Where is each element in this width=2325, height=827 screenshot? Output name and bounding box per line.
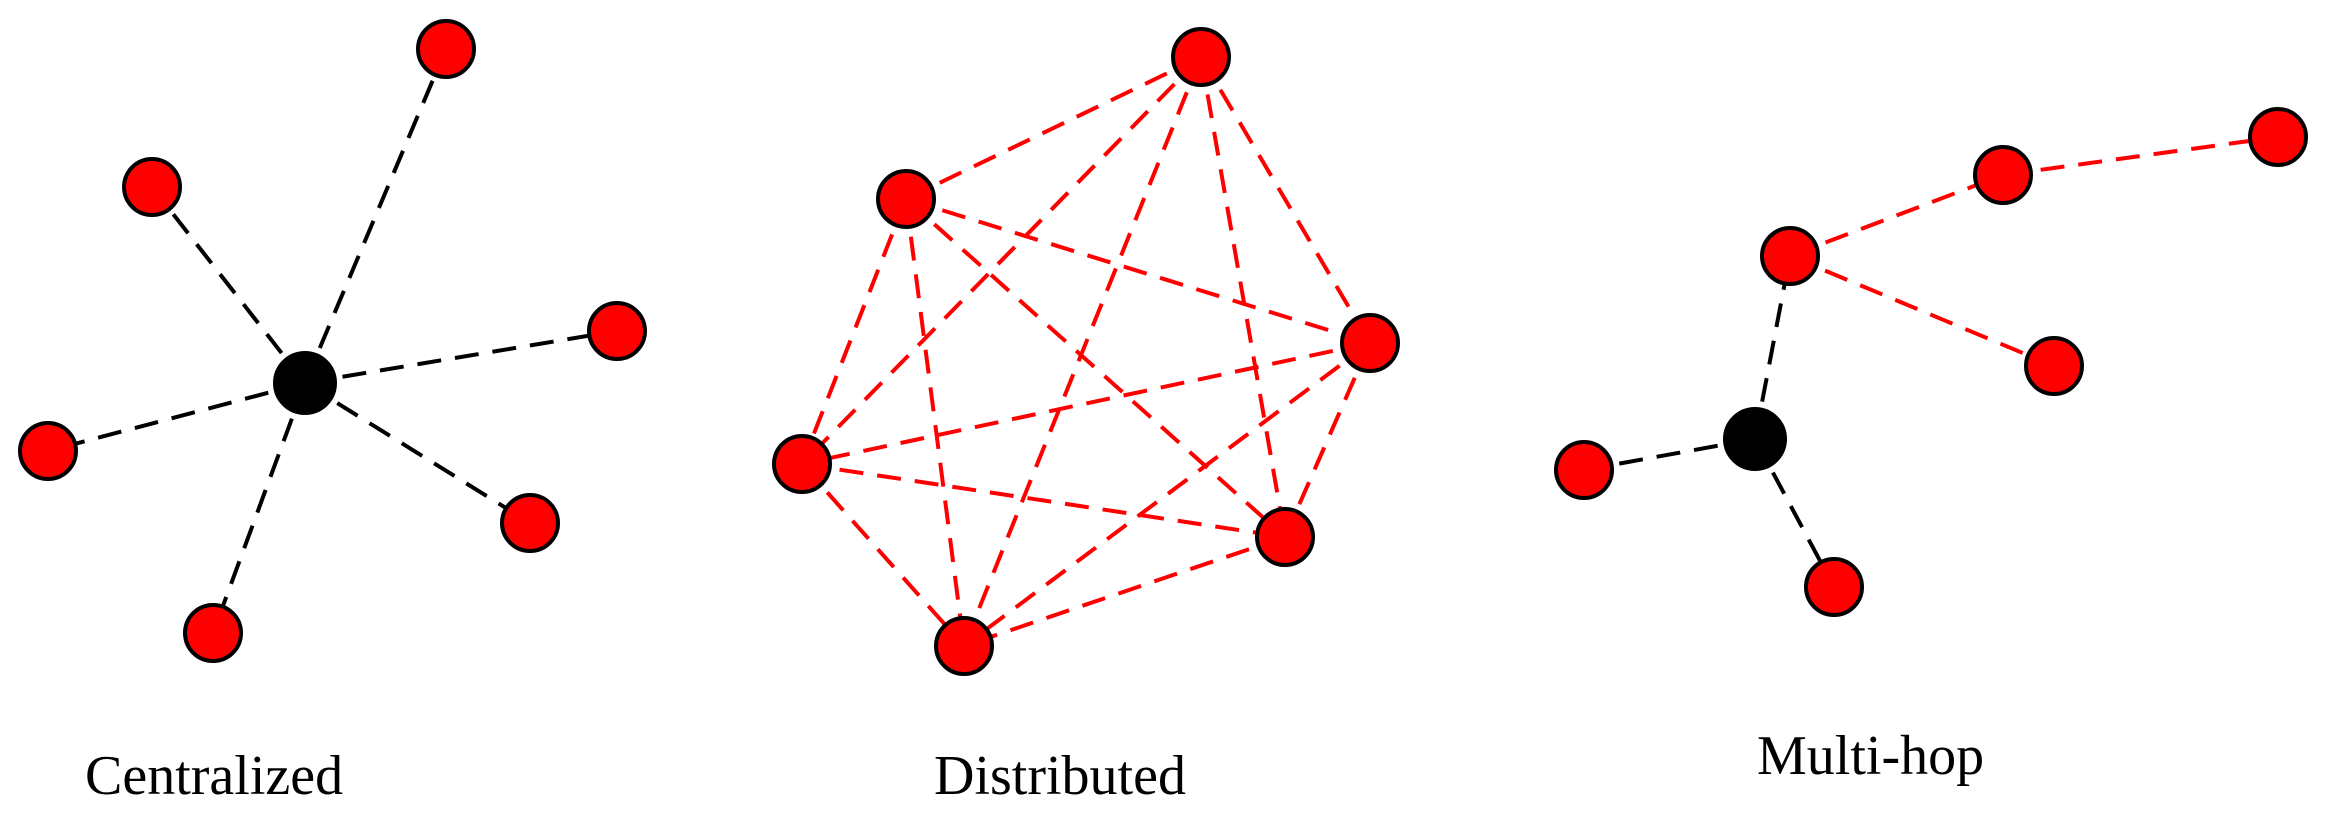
centralized-link bbox=[303, 48, 448, 384]
distributed-link bbox=[801, 462, 1286, 539]
centralized-link bbox=[303, 381, 532, 525]
centralized-links bbox=[47, 48, 618, 634]
centralized-link bbox=[211, 382, 307, 634]
centralized-nodes bbox=[18, 19, 647, 663]
distributed-node bbox=[1255, 507, 1315, 567]
distributed-link bbox=[904, 198, 966, 647]
distributed-link bbox=[963, 535, 1286, 648]
distributed-node bbox=[934, 616, 994, 676]
distributed-link bbox=[962, 341, 1372, 648]
multihop-node bbox=[1760, 226, 1820, 286]
links-layer bbox=[47, 48, 2279, 648]
centralized-node bbox=[416, 19, 476, 79]
distributed-link bbox=[800, 55, 1203, 466]
centralized-node bbox=[122, 157, 182, 217]
caption-multihop: Multi-hop bbox=[1757, 725, 1985, 787]
centralized-link bbox=[47, 381, 306, 453]
multihop-link bbox=[1753, 255, 1792, 440]
distributed-link bbox=[1199, 55, 1372, 345]
centralized-hub-node bbox=[273, 351, 337, 415]
multihop-link bbox=[1789, 173, 2004, 258]
distributed-link bbox=[905, 55, 1202, 201]
distributed-link bbox=[905, 197, 1371, 345]
multihop-node bbox=[2024, 336, 2084, 396]
caption-centralized: Centralized bbox=[85, 745, 344, 807]
caption-distributed: Distributed bbox=[934, 745, 1186, 807]
centralized-node bbox=[183, 603, 243, 663]
distributed-link bbox=[800, 462, 966, 648]
distributed-link bbox=[962, 56, 1203, 647]
multihop-node bbox=[2248, 107, 2308, 167]
distributed-link bbox=[1283, 342, 1372, 538]
distributed-link bbox=[801, 341, 1371, 466]
multihop-link bbox=[2002, 135, 2279, 177]
centralized-link bbox=[150, 185, 307, 385]
multihop-links bbox=[1583, 135, 2279, 588]
multihop-hub-node bbox=[1723, 407, 1787, 471]
multihop-link bbox=[1789, 254, 2055, 368]
distributed-node bbox=[772, 434, 832, 494]
multihop-nodes bbox=[1554, 107, 2308, 617]
multihop-node bbox=[1804, 557, 1864, 617]
multihop-node bbox=[1973, 145, 2033, 205]
distributed-link bbox=[1199, 56, 1287, 538]
distributed-links bbox=[800, 55, 1372, 648]
nodes-layer bbox=[18, 19, 2308, 676]
distributed-node bbox=[876, 169, 936, 229]
distributed-node bbox=[1171, 27, 1231, 87]
centralized-link bbox=[304, 329, 618, 385]
multihop-node bbox=[1554, 440, 1614, 500]
centralized-node bbox=[18, 421, 78, 481]
distributed-node bbox=[1340, 313, 1400, 373]
distributed-link bbox=[800, 198, 908, 465]
multihop-link bbox=[1753, 438, 1836, 588]
distributed-link bbox=[904, 197, 1287, 539]
distributed-nodes bbox=[772, 27, 1400, 676]
multihop-link bbox=[1583, 437, 1756, 472]
centralized-node bbox=[587, 301, 647, 361]
centralized-node bbox=[500, 493, 560, 553]
